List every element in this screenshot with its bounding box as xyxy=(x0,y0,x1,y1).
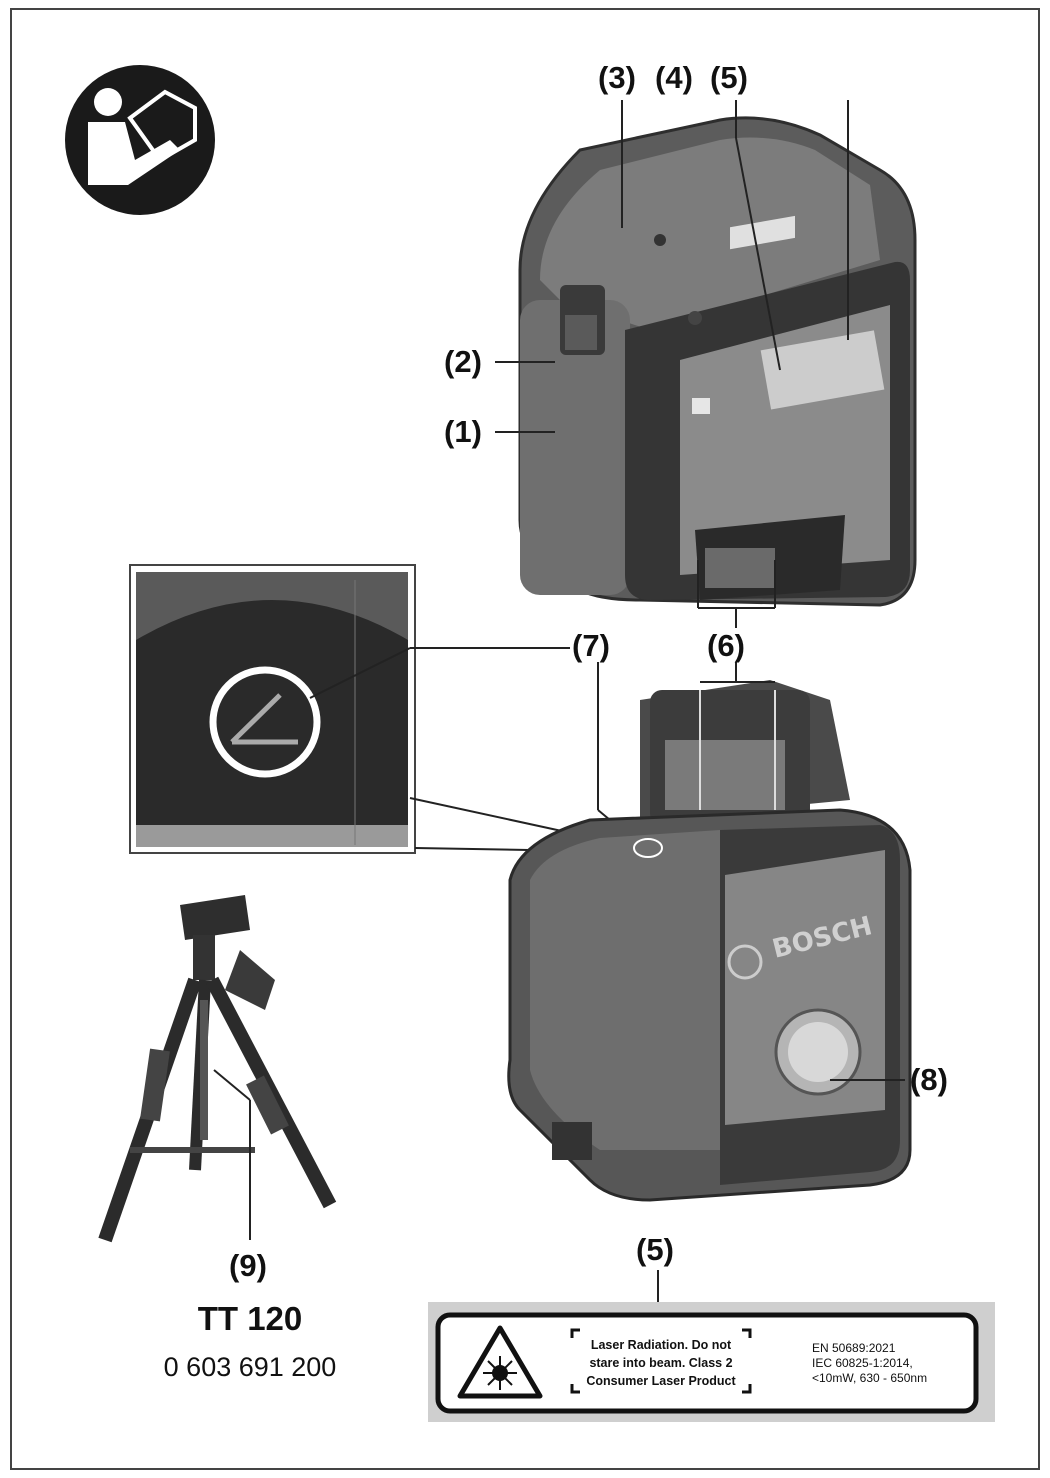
callout-9: (9) xyxy=(229,1248,267,1283)
warning-text-line2: stare into beam. Class 2 xyxy=(589,1356,732,1370)
inset-closeup xyxy=(129,564,416,854)
warning-text-line1: Laser Radiation. Do not xyxy=(591,1338,732,1352)
callout-5-label: (5) xyxy=(636,1232,674,1267)
tripod-part-number: 0 603 691 200 xyxy=(163,1352,337,1382)
callout-8: (8) xyxy=(910,1062,948,1097)
read-manual-icon xyxy=(65,65,215,215)
callout-7: (7) xyxy=(572,628,610,663)
warning-text-line3: Consumer Laser Product xyxy=(586,1374,736,1388)
page-frame xyxy=(10,8,1040,1470)
leader-lines-tripod xyxy=(213,1069,251,1240)
device-front-view xyxy=(507,680,912,1202)
leader-lines-top xyxy=(495,100,849,628)
tripod-illustration xyxy=(98,895,337,1243)
standard-text-line2: IEC 60825-1:2014, xyxy=(812,1356,913,1370)
standard-text-line3: <10mW, 630 - 650nm xyxy=(812,1371,927,1385)
callout-3: (3) xyxy=(598,60,636,95)
standard-text-line1: EN 50689:2021 xyxy=(812,1341,896,1355)
tripod-model: TT 120 xyxy=(197,1300,303,1337)
laser-warning-label: Laser Radiation. Do not stare into beam.… xyxy=(428,1302,995,1422)
callout-1: (1) xyxy=(444,414,482,449)
callout-6: (6) xyxy=(707,628,745,663)
callout-5: (5) xyxy=(710,60,748,95)
callout-2: (2) xyxy=(444,344,482,379)
callout-4: (4) xyxy=(655,60,693,95)
leader-lines-bottom xyxy=(700,662,905,1081)
device-rear-view xyxy=(518,116,917,607)
laser-hazard-icon xyxy=(457,1325,543,1399)
